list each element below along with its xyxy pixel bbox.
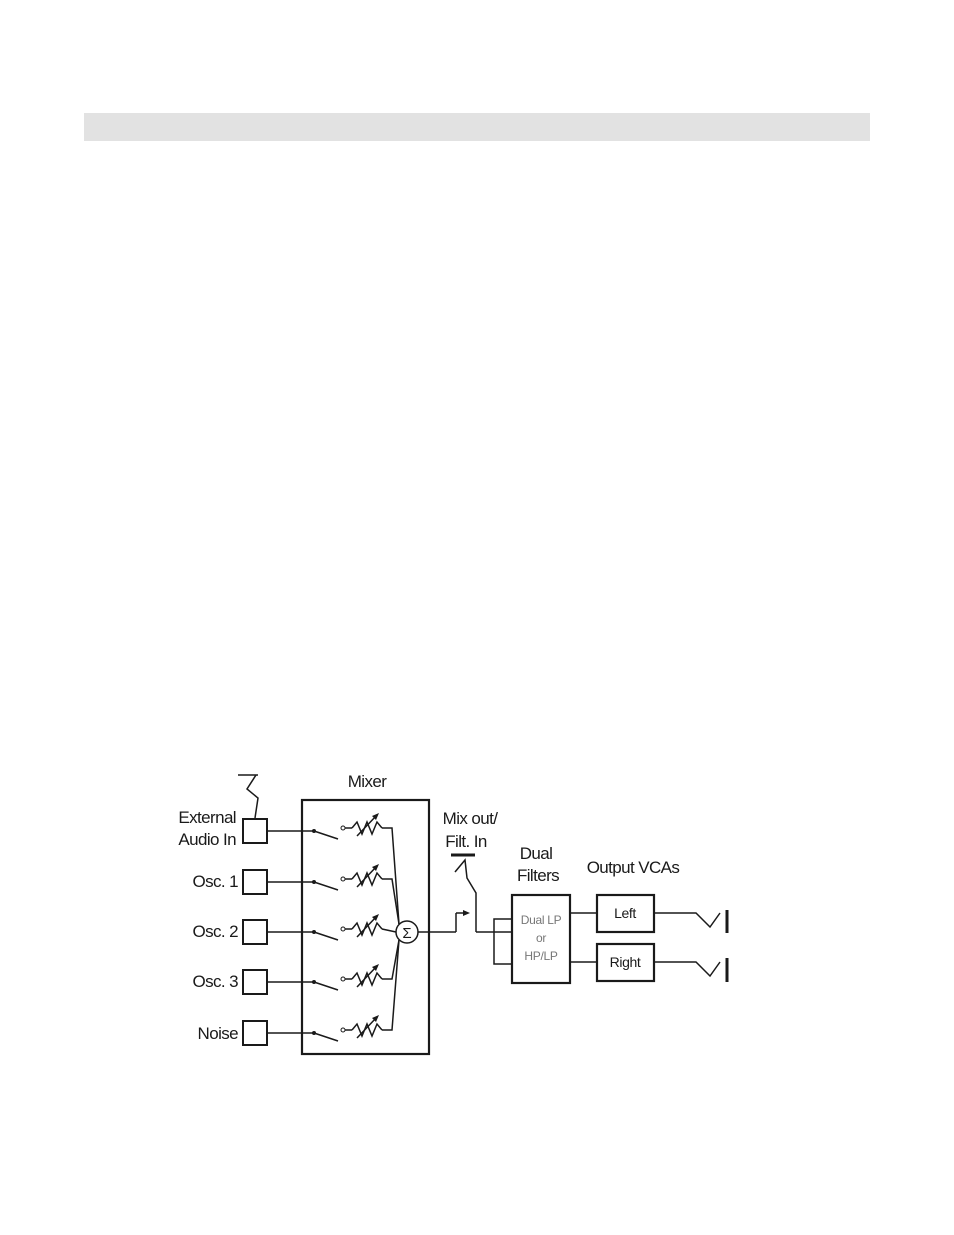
output-jack-left-icon <box>654 910 727 933</box>
mix-out-label-line2: Filt. In <box>445 832 487 851</box>
mixer-title: Mixer <box>348 772 387 791</box>
filter-box-line2: or <box>536 931 546 945</box>
input-label-osc1: Osc. 1 <box>192 872 238 891</box>
vca-left-label: Left <box>614 905 636 921</box>
external-input-jack-icon <box>238 775 258 818</box>
filter-box-line3: HP/LP <box>524 949 557 963</box>
filters-title-line2: Filters <box>517 866 559 885</box>
filter-input-bracket <box>494 919 512 964</box>
output-jack-right-icon <box>654 958 727 982</box>
input-jack-osc1 <box>243 870 267 894</box>
mix-out-label-line1: Mix out/ <box>443 809 499 828</box>
input-label-osc2: Osc. 2 <box>192 922 238 941</box>
filter-box-line1: Dual LP <box>521 913 562 927</box>
input-jack-osc3 <box>243 970 267 994</box>
input-jack-noise <box>243 1021 267 1045</box>
input-label-noise: Noise <box>198 1024 239 1043</box>
input-jack-external <box>243 819 267 843</box>
input-jack-osc2 <box>243 920 267 944</box>
input-label-external-line1: External <box>178 808 236 827</box>
summing-symbol: Σ <box>402 925 411 942</box>
vca-right-label: Right <box>610 954 641 970</box>
output-vcas-title: Output VCAs <box>587 858 680 877</box>
filters-title-line1: Dual <box>520 844 553 863</box>
mix-out-jack-icon <box>451 855 476 932</box>
input-label-osc3: Osc. 3 <box>192 972 238 991</box>
input-label-external-line2: Audio In <box>178 830 236 849</box>
